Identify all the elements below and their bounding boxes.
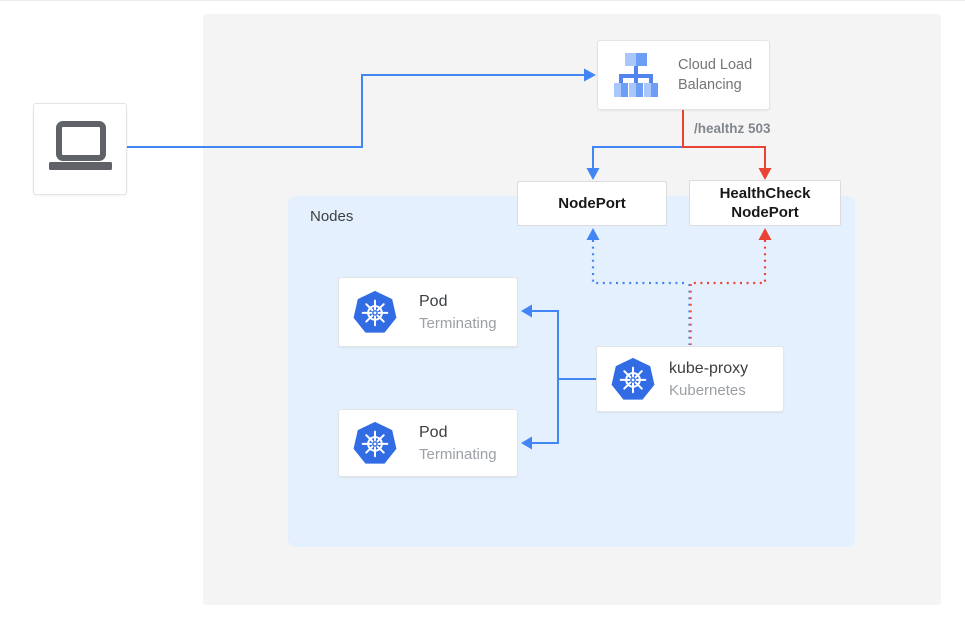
nodes-group-label: Nodes bbox=[310, 208, 354, 225]
load-balancer-node: Cloud Load Balancing bbox=[597, 40, 770, 110]
kubernetes-icon bbox=[353, 290, 397, 334]
client-node bbox=[33, 103, 127, 195]
load-balancer-icon bbox=[614, 53, 658, 97]
kube-proxy-subtitle: Kubernetes bbox=[669, 381, 746, 399]
pod-status: Terminating bbox=[419, 314, 497, 332]
pod-node-2: Pod Terminating bbox=[338, 409, 518, 477]
load-balancer-label: Cloud Load Balancing bbox=[678, 57, 753, 93]
healthcheck-nodeport-node: HealthCheck NodePort bbox=[689, 180, 841, 226]
kube-proxy-title: kube-proxy bbox=[669, 359, 749, 377]
nodeport-node: NodePort bbox=[517, 181, 667, 226]
kubernetes-icon bbox=[353, 421, 397, 465]
nodeport-label: NodePort bbox=[558, 195, 626, 212]
kube-proxy-node: kube-proxy Kubernetes bbox=[596, 346, 784, 412]
healthz-status-label: /healthz 503 bbox=[694, 121, 771, 136]
pod-node-1: Pod Terminating bbox=[338, 277, 518, 347]
pod-title: Pod bbox=[419, 292, 448, 310]
pod-title: Pod bbox=[419, 423, 448, 441]
healthcheck-nodeport-label: HealthCheck NodePort bbox=[719, 185, 811, 221]
laptop-icon bbox=[49, 121, 112, 170]
page-top-divider bbox=[0, 0, 965, 1]
pod-status: Terminating bbox=[419, 445, 497, 463]
kubernetes-icon bbox=[611, 357, 655, 401]
